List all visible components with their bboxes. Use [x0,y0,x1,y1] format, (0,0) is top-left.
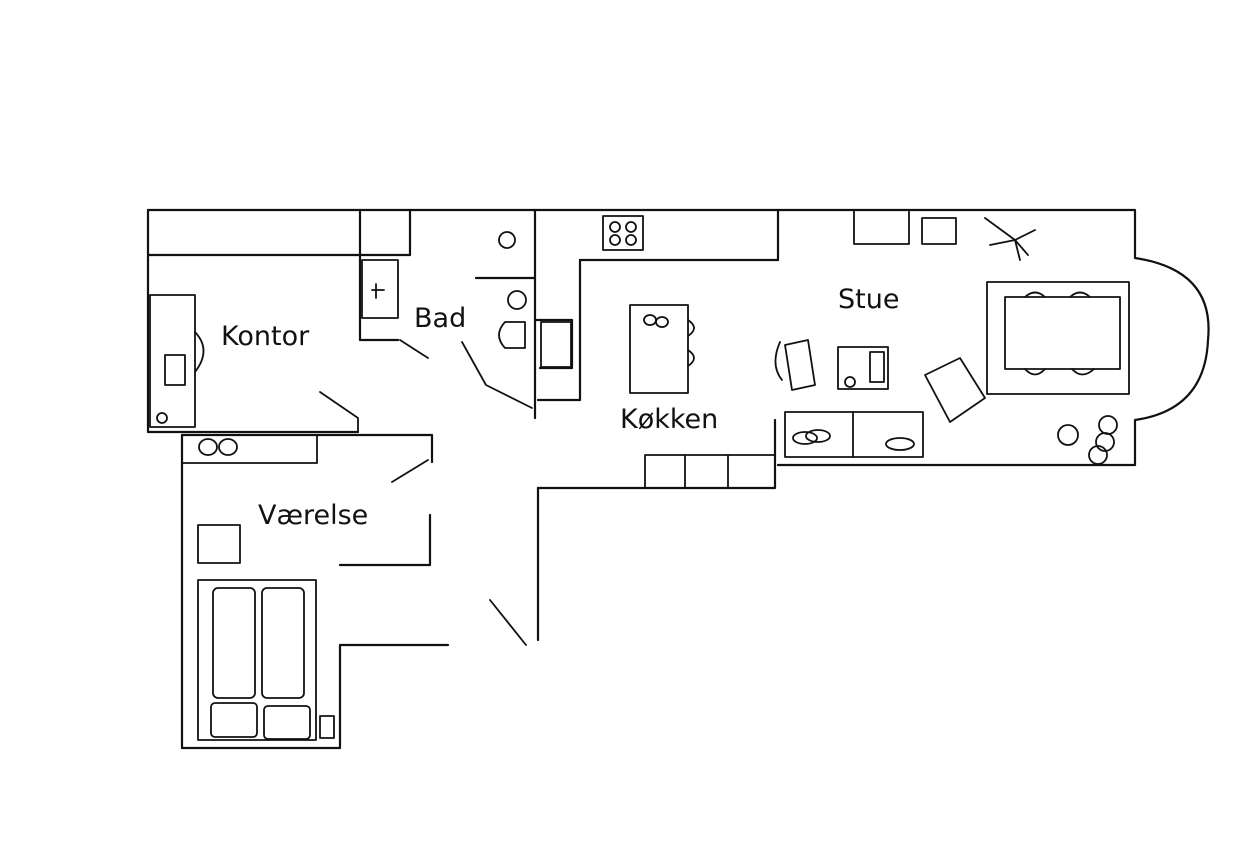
room-label-office: Kontor [221,321,310,352]
room-label-kitchen: Køkken [620,404,719,435]
bed [197,579,317,741]
office-desk [149,294,196,428]
furniture [149,209,1130,741]
room-label-living-room: Stue [838,284,900,315]
stove [602,215,644,251]
doors [319,339,533,646]
kitchen-table [629,304,689,394]
room-label-bedroom: Værelse [258,500,369,531]
sofa [784,411,924,458]
room-label-bathroom: Bad [414,303,467,334]
walls [146,208,1210,750]
bathroom-sink [361,259,399,319]
dining-table [986,281,1130,395]
